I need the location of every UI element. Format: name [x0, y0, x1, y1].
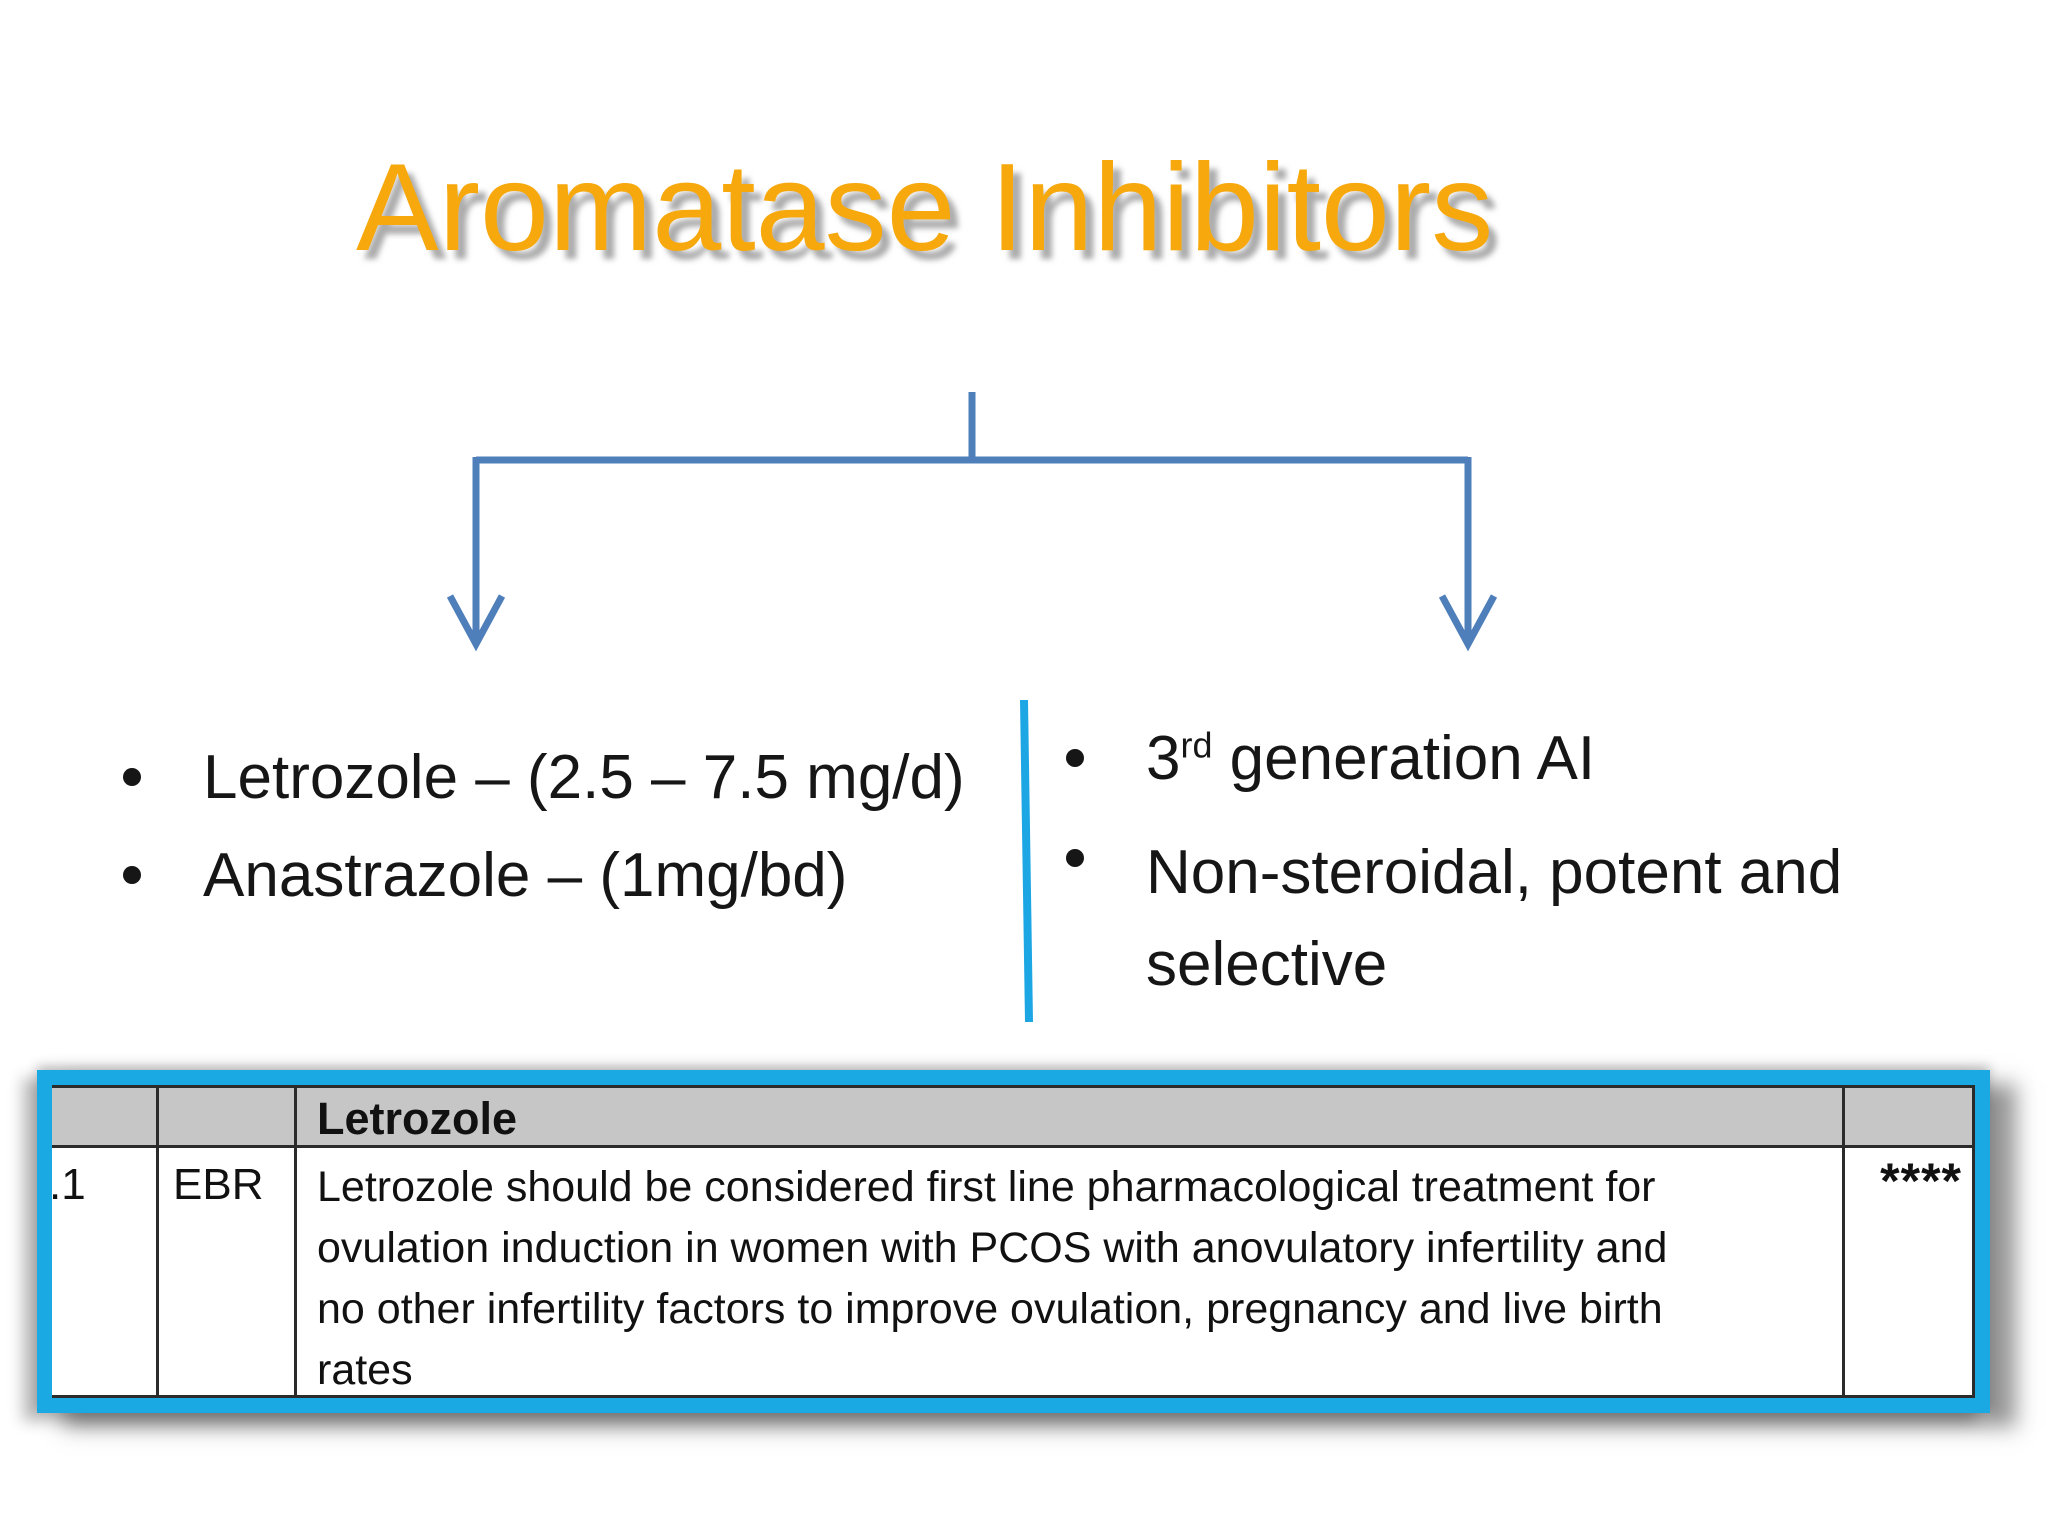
list-item: Non-steroidal, potent and selective: [1066, 827, 1842, 1011]
slide-title: Aromatase Inhibitors: [356, 139, 1494, 277]
evidence-stars: ****: [1880, 1153, 1962, 1209]
right-item-1-text: 3rd generation AI: [1146, 727, 1595, 791]
recommendation-line: Letrozole should be considered first lin…: [317, 1163, 1656, 1211]
table-row: .1 EBR Letrozole should be considered fi…: [52, 1148, 1972, 1395]
bullet-dot-icon: [1066, 849, 1084, 867]
header-cell-rating: [1842, 1088, 1972, 1145]
list-item: 3rd generation AI: [1066, 727, 1595, 791]
right-item-2-text: Non-steroidal, potent and selective: [1146, 827, 1842, 1011]
cell-evidence-type: EBR: [156, 1148, 294, 1395]
recommendation-line: rates: [317, 1346, 413, 1394]
left-item-2-text: Anastrazole – (1mg/bd): [203, 841, 848, 910]
right-item-1-ordinal: rd: [1180, 724, 1213, 766]
right-arrowhead-icon: [1438, 594, 1498, 652]
recommendation-line: ovulation induction in women with PCOS w…: [317, 1224, 1668, 1272]
table-header-row: Letrozole: [52, 1088, 1972, 1148]
list-item: Anastrazole – (1mg/bd): [123, 844, 847, 908]
bullet-dot-icon: [123, 866, 141, 884]
bullet-dot-icon: [1066, 749, 1084, 767]
guideline-table-frame: Letrozole .1 EBR Letrozole should be con…: [37, 1070, 1990, 1413]
list-item: Letrozole – (2.5 – 7.5 mg/d): [123, 746, 965, 810]
right-item-1-number: 3: [1146, 724, 1181, 793]
bullet-dot-icon: [123, 768, 141, 786]
header-cell-type: [156, 1088, 294, 1145]
table-header-title: Letrozole: [317, 1093, 518, 1144]
header-cell-topic: Letrozole: [294, 1088, 1842, 1145]
right-item-2-line-2: selective: [1146, 930, 1388, 999]
right-item-2-line-1: Non-steroidal, potent and: [1146, 838, 1843, 907]
right-item-1-rest: generation AI: [1212, 724, 1596, 793]
left-arrowhead-icon: [446, 594, 506, 652]
cell-evidence-rating: ****: [1842, 1148, 1972, 1395]
guideline-table: Letrozole .1 EBR Letrozole should be con…: [52, 1085, 1975, 1398]
cell-recommendation-id: .1: [52, 1160, 86, 1209]
cell-recommendation-text: Letrozole should be considered first lin…: [294, 1148, 1842, 1395]
recommendation-line: no other infertility factors to improve …: [317, 1285, 1663, 1333]
left-item-1-text: Letrozole – (2.5 – 7.5 mg/d): [203, 743, 965, 812]
column-divider-line: [1020, 699, 1033, 1023]
header-cell-id: [52, 1088, 156, 1145]
